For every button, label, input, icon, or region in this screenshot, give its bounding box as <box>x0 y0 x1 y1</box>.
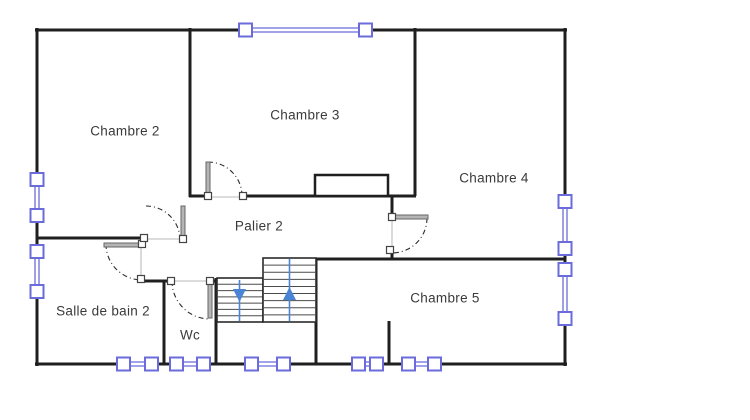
room-label-chambre-2: Chambre 2 <box>90 123 160 139</box>
window-right-chambre5-gap <box>560 263 570 325</box>
door-salle-de-bain-2-leaf <box>103 242 142 248</box>
window-right-chambre4-gap <box>560 195 570 255</box>
window-bottom-chambre5-right-gap <box>402 359 441 369</box>
window-left-sdb-frame <box>29 244 45 259</box>
room-label-salle-de-bain-2: Salle de bain 2 <box>56 303 150 319</box>
window-left-chambre2-frame <box>29 172 45 187</box>
window-right-chambre4-frame <box>557 194 573 209</box>
room-label-chambre-3: Chambre 3 <box>270 107 340 123</box>
door-chambre2-hinge <box>139 233 149 243</box>
room-label-wc: Wc <box>179 327 201 343</box>
window-bottom-stairwell-gap <box>245 359 290 369</box>
window-left-sdb-gap <box>32 245 42 298</box>
door-chambre3-leaf <box>205 161 211 197</box>
stairs-arrow-up-head <box>283 287 296 300</box>
window-bottom-chambre5-right-frame <box>427 356 442 372</box>
window-bottom-sdb-frame <box>144 356 159 372</box>
window-left-chambre2-frame <box>29 208 45 223</box>
room-label-chambre-4: Chambre 4 <box>459 170 529 186</box>
window-bottom-chambre5-left-frame <box>369 356 384 372</box>
window-right-chambre5-frame <box>557 262 573 277</box>
window-right-chambre5-frame <box>557 311 573 326</box>
door-chambre2-leaf <box>180 205 186 239</box>
window-bottom-stairwell-frame <box>244 356 259 372</box>
door-salle-de-bain-2-swing-arc <box>105 243 143 281</box>
door-salle-de-bain-2-hinge <box>136 274 146 284</box>
window-bottom-sdb-frame <box>116 356 131 372</box>
door-chambre3-swing-arc <box>207 161 243 197</box>
door-chambre4-hinge <box>387 212 397 222</box>
window-left-sdb-frame <box>29 284 45 299</box>
door-chambre3-hinge <box>203 191 213 201</box>
door-chambre3-hinge <box>238 191 248 201</box>
door-chambre4-leaf <box>391 214 429 220</box>
room-label-chambre-5: Chambre 5 <box>410 290 480 306</box>
window-bottom-chambre5-right-frame <box>401 356 416 372</box>
window-top-chambre3-frame <box>238 22 253 38</box>
door-chambre4-hinge <box>385 245 395 255</box>
window-bottom-sdb-gap <box>117 359 158 369</box>
door-wc-swing-arc <box>171 280 211 320</box>
chambre3-closet-bump <box>313 173 390 198</box>
window-bottom-wc-gap <box>170 359 210 369</box>
window-bottom-wc-frame <box>196 356 211 372</box>
door-wc-leaf <box>207 282 213 319</box>
window-bottom-chambre5-left-gap <box>352 359 383 369</box>
door-chambre2-hinge <box>178 234 188 244</box>
window-left-chambre2-gap <box>32 173 42 222</box>
door-chambre4-swing-arc <box>391 217 428 254</box>
stairs-arrow-down-head <box>233 289 246 302</box>
room-label-palier-2: Palier 2 <box>234 218 284 234</box>
window-right-chambre4-frame <box>557 241 573 256</box>
door-chambre2-swing-arc <box>145 205 181 241</box>
window-top-chambre3-frame <box>358 22 373 38</box>
window-bottom-stairwell-frame <box>276 356 291 372</box>
window-bottom-wc-frame <box>169 356 184 372</box>
door-wc-hinge <box>166 276 176 286</box>
window-top-chambre3-gap <box>239 25 372 35</box>
door-wc-hinge <box>205 276 215 286</box>
window-bottom-chambre5-left-frame <box>351 356 366 372</box>
